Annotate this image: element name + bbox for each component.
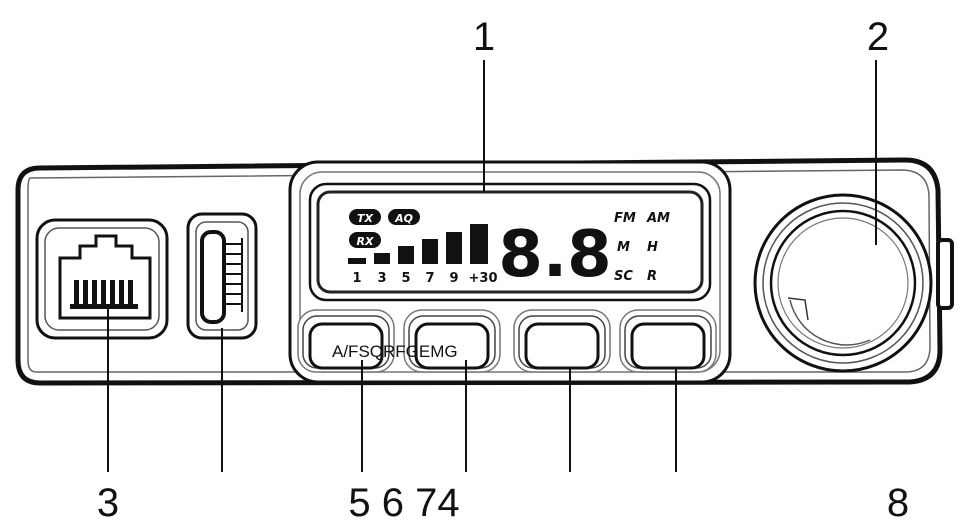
svg-text:9: 9 [449, 271, 458, 286]
am-label: AM [646, 211, 670, 226]
callout-5674: 5 6 74 [348, 481, 459, 525]
leader-lines [107, 60, 877, 472]
volume-knob[interactable] [753, 193, 933, 373]
mic-connector [35, 218, 169, 340]
lcd-display: TX AQ RX 1 3 5 7 9 +30 8.8 FM A [308, 182, 712, 302]
button-2[interactable] [403, 309, 501, 373]
sc-label: SC [614, 269, 633, 284]
h-label: H [647, 240, 658, 255]
svg-text:1: 1 [352, 271, 361, 286]
connector-pins [70, 280, 138, 309]
svg-text:7: 7 [425, 271, 434, 286]
callout-3: 3 [97, 481, 119, 525]
button-1[interactable] [297, 309, 395, 373]
channel-digits: 8.8 [498, 218, 611, 292]
r-label: R [647, 269, 657, 284]
side-tab [936, 238, 954, 310]
fm-label: FM [614, 211, 636, 226]
svg-text:AQ: AQ [394, 212, 413, 225]
svg-text:5: 5 [401, 271, 410, 286]
signal-scale: 1 3 5 7 9 +30 [352, 271, 497, 286]
svg-text:TX: TX [357, 212, 374, 225]
svg-text:+30: +30 [469, 271, 498, 286]
tx-indicator: TX [349, 209, 381, 225]
rotary-wheel[interactable] [186, 212, 258, 340]
callout-2: 2 [867, 15, 889, 59]
svg-text:3: 3 [377, 271, 386, 286]
signal-meter [348, 224, 488, 264]
m-label: M [617, 240, 630, 255]
aq-indicator: AQ [388, 209, 420, 225]
callout-1: 1 [473, 15, 495, 59]
callout-8: 8 [887, 481, 909, 525]
button-3[interactable] [513, 309, 611, 373]
rx-indicator: RX [349, 232, 381, 248]
svg-text:RX: RX [357, 235, 374, 248]
button-4[interactable] [619, 309, 717, 373]
button-label-overlay: A/FSQRFGEMG [332, 342, 458, 361]
